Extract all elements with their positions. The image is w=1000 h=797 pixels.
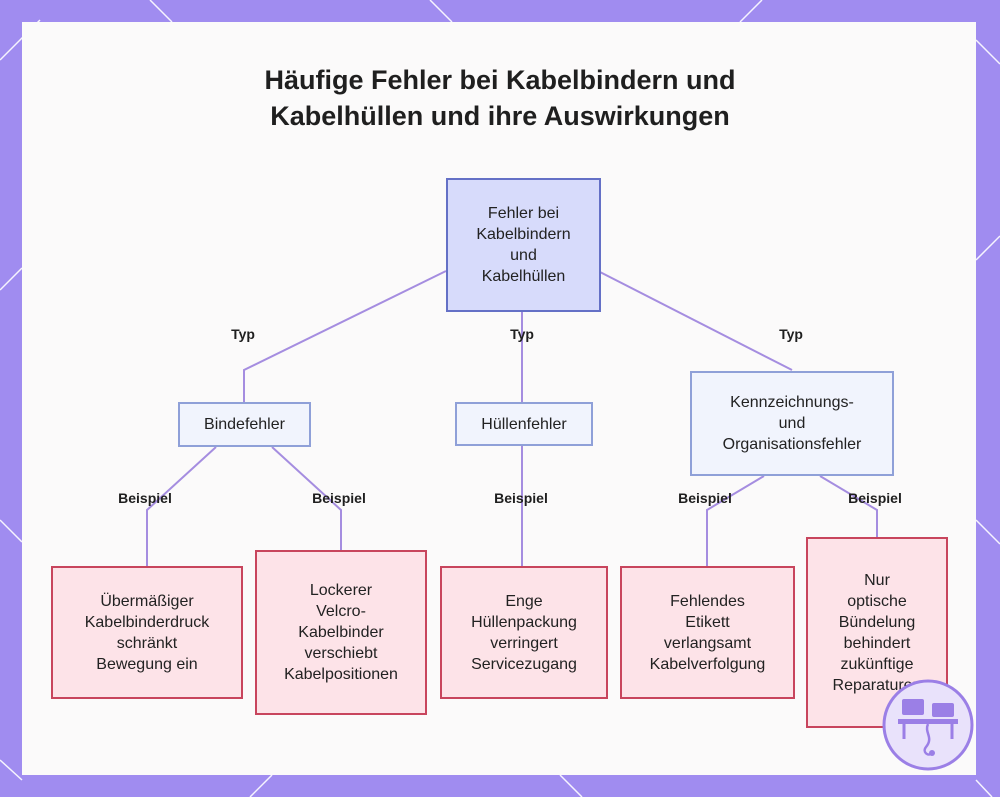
edge-kennz-ex4 xyxy=(706,475,765,566)
edge-label-example-1: Beispiel xyxy=(118,490,172,506)
example-line: Fehlendes xyxy=(670,592,745,610)
example-line: Lockerer xyxy=(309,582,373,599)
example-node-3: Enge Hüllenpackung verringert Servicezug… xyxy=(440,566,608,699)
example-node-2: Lockerer Velcro- Kabelbinder verschiebt … xyxy=(255,550,427,715)
example-line: verlangsamt xyxy=(663,634,752,652)
title-line-2: Kabelhüllen und ihre Auswirkungen xyxy=(270,101,730,131)
example-line: Reparaturen xyxy=(832,676,922,694)
edge-label-type-3: Typ xyxy=(779,326,803,342)
example-line: Nur xyxy=(864,571,890,589)
edge-label-example-5: Beispiel xyxy=(848,490,902,506)
workstation-logo-icon xyxy=(882,679,974,771)
edge-label-type-2: Typ xyxy=(510,326,534,342)
edge-label-example-4: Beispiel xyxy=(678,490,732,506)
root-line: Kabelbindern xyxy=(476,226,571,243)
example-line: zukünftige xyxy=(840,655,914,673)
category-node-huellenfehler: Hüllenfehler xyxy=(455,402,593,446)
edge-bind-ex2 xyxy=(271,446,342,550)
edge-root-bindefehler xyxy=(243,270,447,402)
root-line: Fehler bei xyxy=(487,205,560,222)
example-line: Servicezugang xyxy=(471,655,577,673)
example-line: Kabelbinderdruck xyxy=(84,613,210,631)
edge-bind-ex1 xyxy=(146,446,217,566)
example-node-1: Übermäßiger Kabelbinderdruck schränkt Be… xyxy=(51,566,243,699)
category-line: und xyxy=(778,415,806,432)
example-line: optische xyxy=(847,592,907,610)
root-line: Kabelhüllen xyxy=(481,268,566,285)
category-line: Bindefehler xyxy=(204,416,285,433)
category-node-bindefehler: Bindefehler xyxy=(178,402,311,447)
root-line: und xyxy=(510,247,537,264)
edge-label-example-2: Beispiel xyxy=(312,490,366,506)
category-line: Kennzeichnungs- xyxy=(730,394,854,411)
root-node: Fehler bei Kabelbindern und Kabelhüllen xyxy=(446,178,601,312)
edge-label-type-1: Typ xyxy=(231,326,255,342)
example-node-4: Fehlendes Etikett verlangsamt Kabelverfo… xyxy=(620,566,795,699)
example-line: behindert xyxy=(843,634,911,652)
example-line: schränkt xyxy=(116,634,178,652)
example-line: verringert xyxy=(490,634,558,652)
example-line: Bewegung ein xyxy=(96,655,198,673)
diagram-title: Häufige Fehler bei Kabelbindern und Kabe… xyxy=(0,62,1000,134)
example-line: Bündelung xyxy=(838,613,916,631)
edge-label-example-3: Beispiel xyxy=(494,490,548,506)
example-line: verschiebt xyxy=(304,645,378,662)
example-line: Enge xyxy=(505,592,543,610)
category-line: Hüllenfehler xyxy=(481,415,567,433)
example-line: Kabelbinder xyxy=(298,624,384,641)
example-line: Etikett xyxy=(685,613,730,631)
title-line-1: Häufige Fehler bei Kabelbindern und xyxy=(264,65,736,95)
example-line: Kabelverfolgung xyxy=(649,655,766,673)
example-line: Kabelpositionen xyxy=(284,666,398,683)
example-line: Übermäßiger xyxy=(100,592,194,610)
example-line: Hüllenpackung xyxy=(471,613,577,631)
edge-root-kennzeichnung xyxy=(597,270,793,371)
category-line: Organisationsfehler xyxy=(722,436,862,453)
category-node-kennzeichnung: Kennzeichnungs- und Organisationsfehler xyxy=(690,371,894,476)
example-line: Velcro- xyxy=(316,603,366,620)
edge-kennz-ex5 xyxy=(819,475,878,537)
